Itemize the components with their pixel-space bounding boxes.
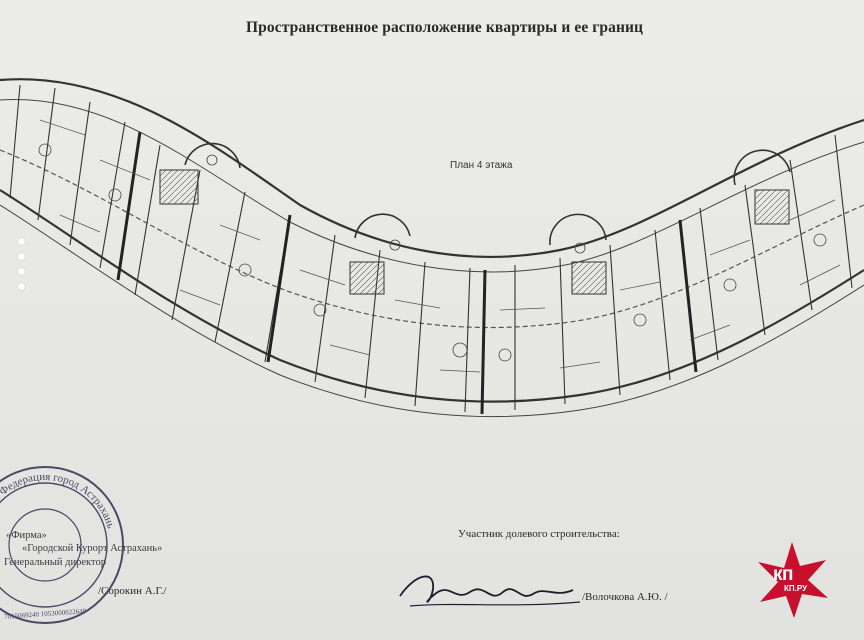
signer-left: /Сорокин А.Г./ [98,585,167,597]
document-title: Пространственное расположение квартиры и… [246,19,644,36]
page-dot [18,283,25,290]
page-indicator [18,238,26,298]
handwritten-signature [399,575,581,607]
position-line: Генеральный директор [4,557,106,568]
participant-label: Участник долевого строительства: [458,528,620,540]
company-line-1: «Фирма» [6,530,47,541]
page-dot [18,253,25,260]
kp-logo-text: кп [773,564,794,585]
company-seal: Российская Федерация город Астрахань [0,466,124,624]
page-dot [18,268,25,275]
kp-logo-icon [758,542,828,618]
floor-plan-drawing [0,78,864,418]
kp-logo-sub: КП.РУ [782,584,810,593]
signer-right: /Волочкова А.Ю. / [582,591,668,603]
page-dot [18,238,25,245]
company-line-2: «Городской Курорт Астрахань» [22,543,163,554]
plan-label: План 4 этажа [450,160,513,171]
